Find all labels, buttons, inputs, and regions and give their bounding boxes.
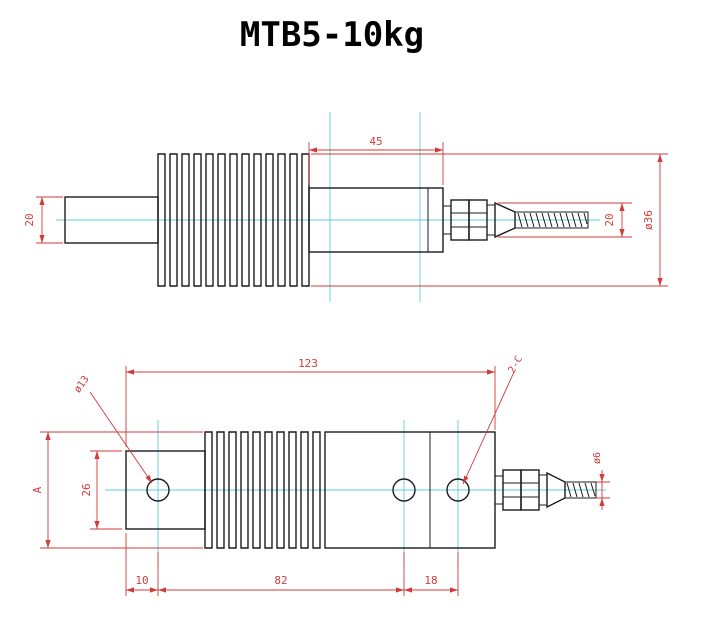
nut-facet-lines-plan	[503, 482, 539, 498]
leader-right-hole: 2-C	[462, 354, 526, 485]
dim-label-overall-length: 123	[298, 357, 318, 370]
dim-body-length: 45	[308, 135, 444, 185]
middle-mounting-hole	[392, 478, 416, 502]
dim-label-shaft-diameter: 20	[23, 213, 36, 226]
thread-hatching	[517, 212, 588, 228]
side-view: 20 45 20 ø36	[23, 112, 668, 302]
dim-shaft-width: 26	[80, 450, 122, 530]
dim-label-left-offset: 10	[135, 574, 148, 587]
side-view-centerlines	[56, 112, 600, 302]
dim-overall-length: 123	[125, 357, 496, 447]
thread-hatching-plan	[566, 482, 596, 498]
dim-thread-diameter: ø6	[592, 452, 610, 510]
dim-label-body-length: 45	[369, 135, 382, 148]
dim-overall-width: A	[31, 431, 203, 549]
right-mounting-hole	[446, 478, 470, 502]
plan-view-geometry	[125, 431, 597, 549]
dim-label-shaft-width: 26	[80, 483, 93, 496]
dim-label-bellows-diameter: ø36	[642, 210, 655, 230]
side-view-geometry	[64, 153, 589, 287]
threaded-rod-plan	[564, 481, 597, 499]
leader-label-left-hole: ø13	[72, 374, 91, 395]
plan-view: 123 A 26 10 82 18	[31, 354, 610, 596]
nut-facet-lines	[451, 212, 487, 228]
dim-label-end-height: 20	[603, 213, 616, 226]
dim-label-hole-span: 82	[274, 574, 287, 587]
dim-label-end-offset: 18	[424, 574, 437, 587]
left-mounting-hole	[146, 478, 170, 502]
bellows-fins	[157, 153, 310, 287]
threaded-rod	[514, 211, 589, 229]
plan-view-centerlines	[105, 420, 606, 568]
dim-shaft-diameter: 20	[23, 196, 63, 244]
dim-label-thread-diameter: ø6	[592, 452, 603, 464]
dim-end-height: 20	[498, 202, 632, 238]
dim-bottom-chain: 10 82 18	[125, 533, 459, 596]
dim-bellows-diameter: ø36	[311, 153, 668, 287]
bellows-fins-plan	[204, 431, 321, 549]
dim-label-overall-width: A	[31, 486, 44, 493]
leader-left-hole: ø13	[72, 374, 153, 484]
drawing-title: MTB5-10kg	[240, 15, 424, 55]
leader-label-right-hole: 2-C	[507, 354, 526, 375]
